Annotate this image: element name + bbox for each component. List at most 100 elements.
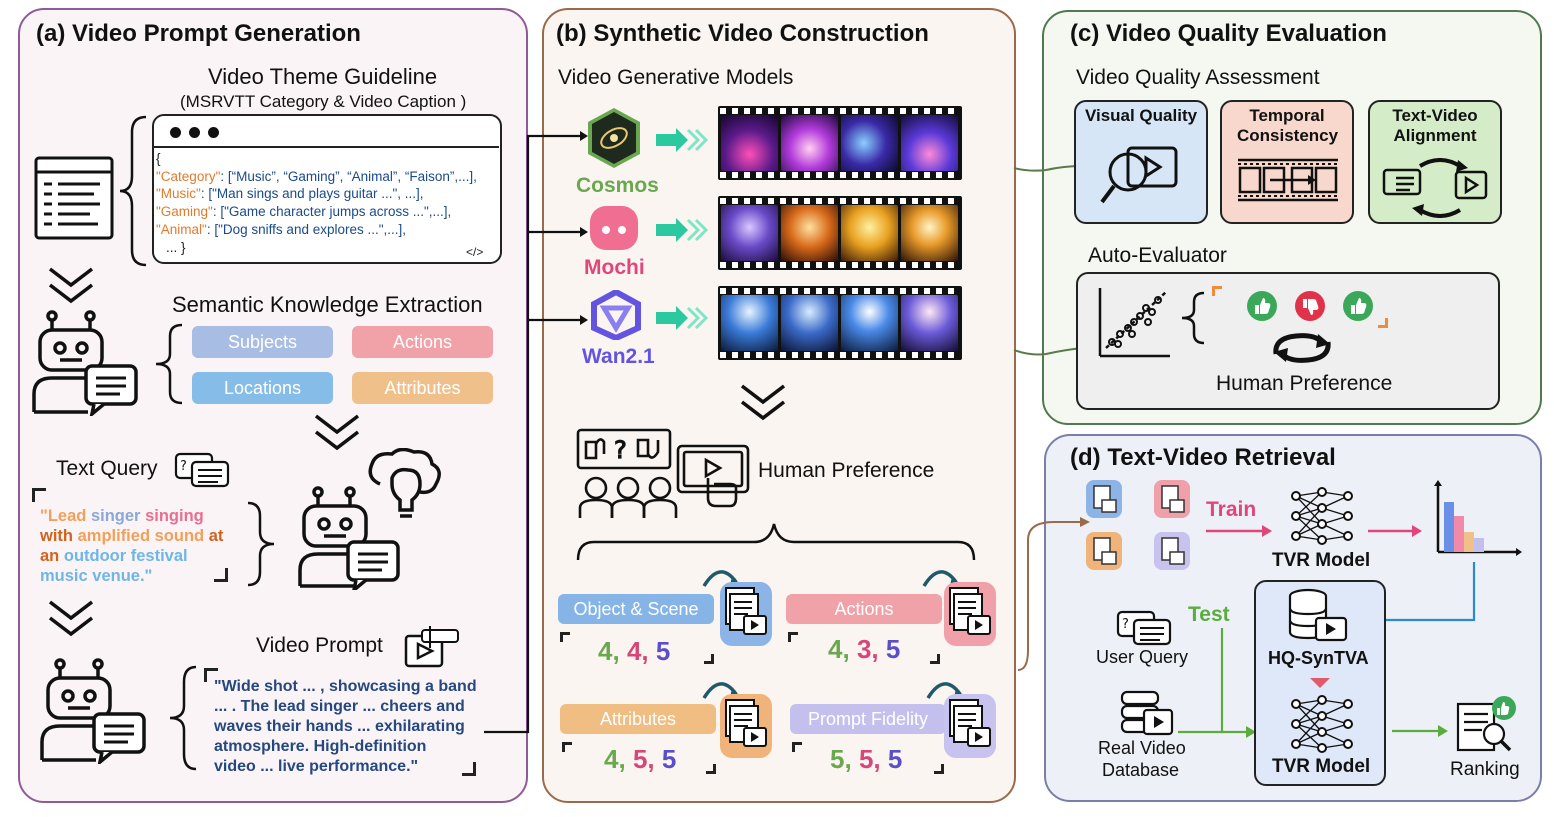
to-ranking-arrow <box>1392 725 1448 737</box>
semantic-extraction-title: Semantic Knowledge Extraction <box>172 292 483 317</box>
scores-attributes: 4, 5, 5 <box>604 744 677 774</box>
film-strip-mochi <box>718 196 962 270</box>
cosmos-logo-icon <box>588 108 640 168</box>
thumbs-up-icon <box>1343 291 1373 321</box>
panel-d-title: (d) Text-Video Retrieval <box>1070 444 1336 471</box>
video-prompt-title: Video Prompt <box>256 634 383 657</box>
corner-bracket <box>462 762 476 776</box>
corner-bracket <box>930 654 940 664</box>
corner-bracket <box>1212 286 1222 296</box>
refresh-cycle-icon <box>1273 333 1331 363</box>
code-line-3: "Gaming": ["Game character jumps across … <box>156 204 452 219</box>
curly-brace-icon <box>247 501 275 587</box>
double-arrow-icon <box>656 128 709 152</box>
robot-chat-icon <box>40 658 146 764</box>
down-chevron-icon <box>48 267 94 304</box>
human-preference-b: Human Preference <box>758 459 935 482</box>
scores-object-scene: 4, 4, 5 <box>598 636 671 666</box>
thumbs-down-icon <box>1295 291 1325 321</box>
auto-evaluator-title: Auto-Evaluator <box>1088 244 1227 267</box>
film-frames-icon <box>1238 158 1338 202</box>
video-edit-icon <box>404 626 459 668</box>
model-name-cosmos: Cosmos <box>576 174 659 197</box>
corner-bracket <box>1378 318 1388 328</box>
scores-prompt-fidelity: 5, 5, 5 <box>830 744 903 774</box>
video-prompt-text: "Wide shot ... , showcasing a band ... .… <box>214 678 477 775</box>
corner-bracket <box>560 632 570 642</box>
video-database-icon <box>1120 690 1174 736</box>
text-query: "Lead singer singing with amplified soun… <box>40 507 224 585</box>
down-chevron-icon <box>314 414 360 451</box>
curly-brace-icon <box>119 115 147 267</box>
ranking-label: Ranking <box>1450 759 1520 780</box>
corner-bracket <box>788 632 798 642</box>
human-feedback-icon: ? <box>576 428 750 518</box>
curly-brace-icon <box>1181 291 1205 345</box>
pill-attributes: Attributes <box>352 372 493 404</box>
corner-bracket <box>562 742 572 752</box>
dataset-doc-icons <box>1086 480 1190 570</box>
tvr-model-top: TVR Model <box>1272 550 1371 571</box>
code-line-5: ... } <box>166 240 186 255</box>
criterion-object-scene: Object & Scene <box>558 594 714 624</box>
text-query-title: Text Query <box>56 457 158 480</box>
pill-actions: Actions <box>352 326 493 358</box>
curly-brace-icon <box>155 323 183 405</box>
corner-bracket <box>934 764 944 774</box>
window-dot-icon <box>170 127 181 138</box>
panel-a-title: (a) Video Prompt Generation <box>36 20 361 47</box>
curly-brace-icon <box>169 665 197 771</box>
window-dot-icon <box>189 127 200 138</box>
down-triangle-icon <box>1310 678 1330 688</box>
scatter-plot-icon <box>1098 288 1170 358</box>
real-db-label-2: Database <box>1102 760 1180 780</box>
neural-network-icon <box>1291 487 1353 545</box>
train-arrow <box>1206 525 1272 537</box>
corner-bracket <box>204 668 218 682</box>
model-to-chart-arrow <box>1368 525 1422 537</box>
magnifier-video-icon <box>1100 146 1178 204</box>
document-list-icon <box>34 156 114 240</box>
ranking-document-icon <box>1456 696 1516 752</box>
database-video-icon <box>1288 588 1348 642</box>
criterion-prompt-fidelity: Prompt Fidelity <box>790 704 946 734</box>
scores-actions: 4, 3, 5 <box>828 634 901 664</box>
temporal-consistency-box: Temporal Consistency <box>1220 100 1354 224</box>
pill-subjects: Subjects <box>192 326 333 358</box>
criterion-attributes: Attributes <box>560 704 716 734</box>
train-label: Train <box>1206 498 1257 521</box>
corner-bracket <box>32 488 46 502</box>
wan-logo-icon <box>591 290 641 340</box>
doc-video-icon <box>702 682 772 758</box>
curly-brace-horizontal-icon <box>576 523 976 561</box>
code-line-4: "Animal": ["Dog sniffs and explores ..."… <box>156 222 407 237</box>
chat-bubbles-icon: ? <box>174 452 230 488</box>
film-strip-wan <box>718 286 962 360</box>
model-name-wan: Wan2.1 <box>582 345 655 368</box>
doc-video-icon <box>922 570 996 646</box>
double-arrow-icon <box>656 306 709 330</box>
down-chevron-icon <box>48 600 94 637</box>
code-tag-icon: </> <box>466 245 484 259</box>
theme-guideline-subtitle: (MSRVTT Category & Video Caption ) <box>180 92 467 111</box>
robot-chat-icon <box>32 310 138 416</box>
robot-idea-icon <box>298 448 441 590</box>
corner-bracket <box>706 764 716 774</box>
generative-models-title: Video Generative Models <box>558 66 794 89</box>
test-arrows <box>1178 628 1256 738</box>
window-dot-icon <box>208 127 219 138</box>
user-query-icon: ? <box>1116 610 1172 646</box>
down-chevron-icon <box>740 384 786 421</box>
criterion-actions: Actions <box>786 594 942 624</box>
panel-c-title: (c) Video Quality Evaluation <box>1070 20 1387 47</box>
user-query-label: User Query <box>1096 647 1189 667</box>
auto-evaluator-box <box>1076 272 1500 410</box>
pill-locations: Locations <box>192 372 333 404</box>
corner-bracket <box>214 568 228 582</box>
neural-network-icon <box>1291 695 1353 753</box>
dataset-to-retrieval-connector <box>1017 517 1090 671</box>
theme-guideline-title: Video Theme Guideline <box>208 64 438 89</box>
tvr-model-bottom: TVR Model <box>1272 756 1371 777</box>
human-preference-c: Human Preference <box>1216 372 1393 395</box>
visual-quality-box: Visual Quality <box>1074 100 1208 224</box>
